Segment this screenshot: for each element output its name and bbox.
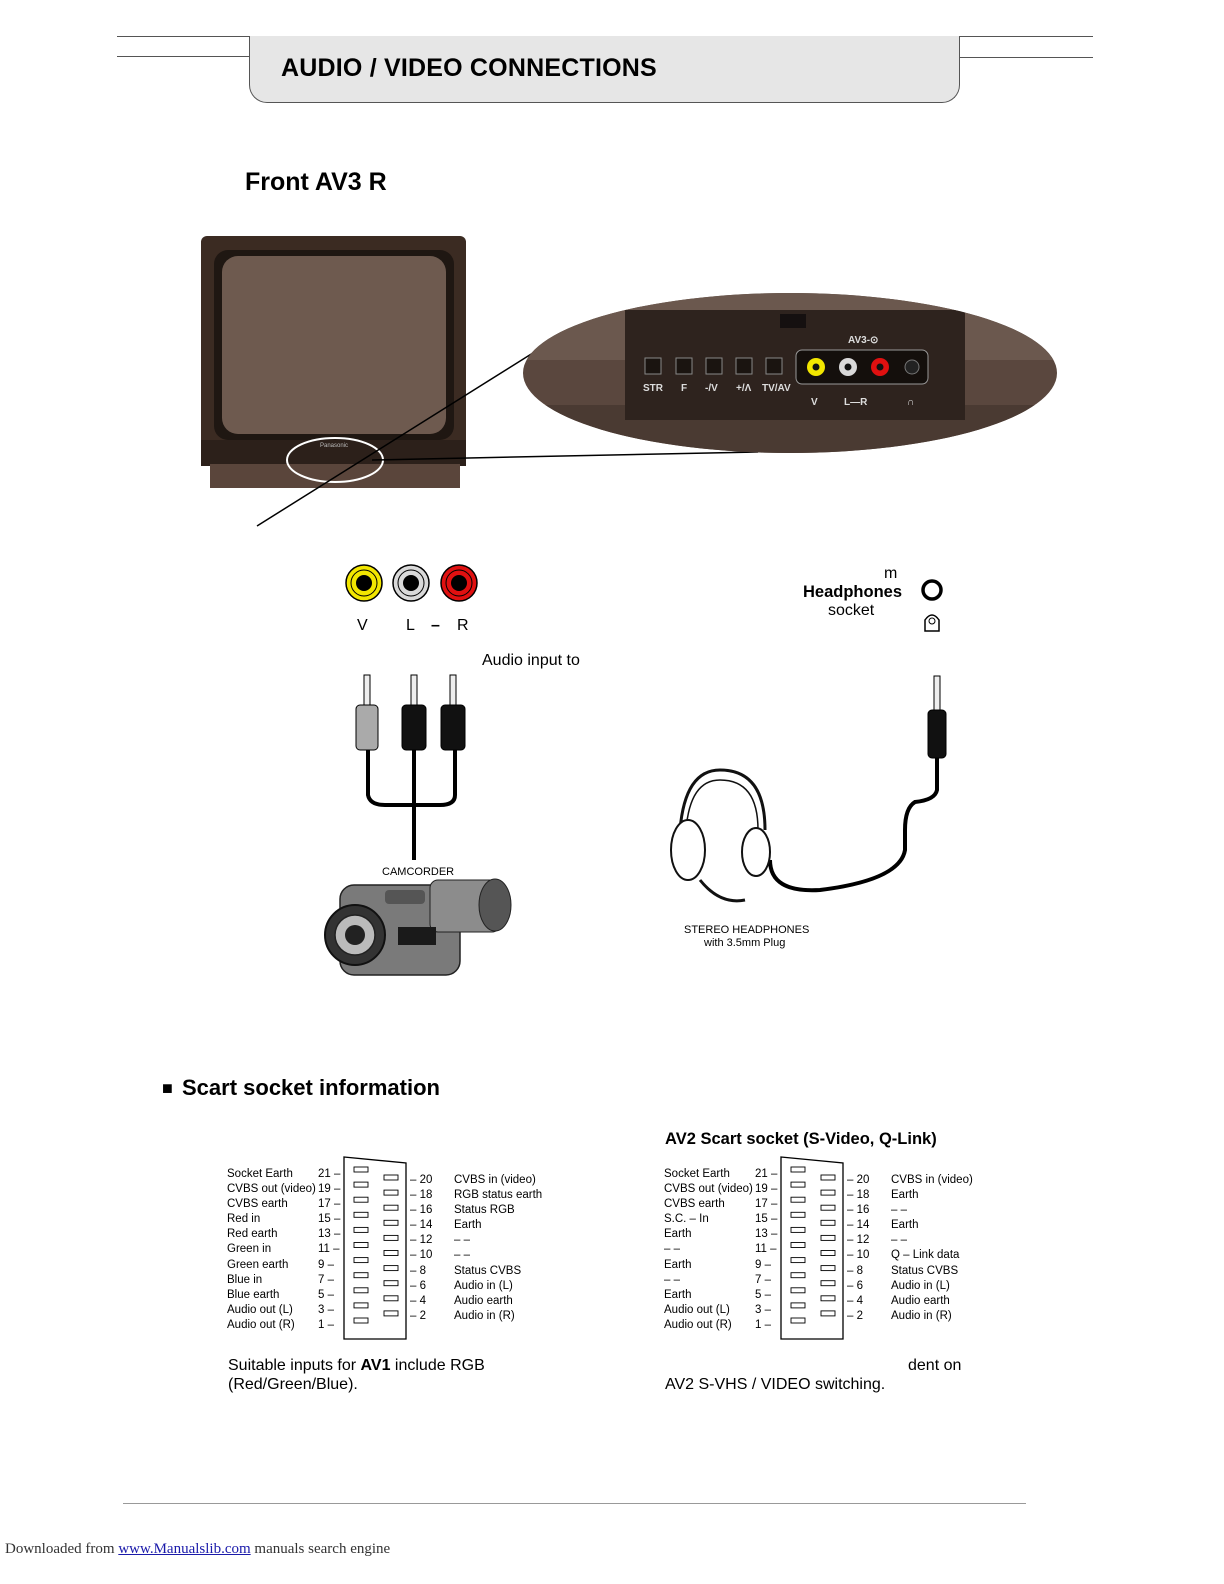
av2-note-line1: dent on [908, 1357, 961, 1375]
scart-pin-even [821, 1281, 835, 1286]
scart-pin-odd [354, 1197, 368, 1202]
av2-right-labels: CVBS in (video)Earth– –Earth– –Q – Link … [891, 1173, 973, 1324]
av1-left-pins: 21 –19 –17 –15 –13 –11 –9 –7 –5 –3 –1 – [318, 1167, 340, 1333]
scart-pin-odd [791, 1258, 805, 1263]
scart-pin-even [821, 1190, 835, 1195]
jack-label-v: V [357, 617, 368, 635]
manualslib-link[interactable]: www.Manualslib.com [118, 1541, 250, 1557]
panel-btn-str: STR [643, 383, 664, 394]
scart-pin-even [821, 1311, 835, 1316]
scart-pin-odd [354, 1243, 368, 1248]
scart-pin-even [384, 1266, 398, 1271]
headphones-m-label: m [884, 565, 897, 583]
footer-rule [123, 1503, 1026, 1504]
rca-sockets [346, 565, 477, 601]
scart-pin-even [384, 1281, 398, 1286]
panel-jack-lr: L—R [844, 397, 868, 408]
jack-label-dash: – [431, 617, 440, 635]
panel-btn-minus-v: -/V [705, 383, 718, 394]
plug-label: with 3.5mm Plug [704, 937, 785, 949]
audio-input-label: Audio input to [482, 652, 580, 670]
scart-pin-odd [791, 1243, 805, 1248]
scart-pin-even [821, 1296, 835, 1301]
scart-pin-odd [791, 1318, 805, 1323]
jack-label-l: L [406, 617, 415, 635]
headphone-socket-icon [923, 581, 941, 599]
panel-btn-f: F [681, 383, 687, 394]
scart-pin-odd [791, 1288, 805, 1293]
scart-pin-even [821, 1175, 835, 1180]
scart-pin-odd [791, 1303, 805, 1308]
tv-illustration: Panasonic [201, 236, 466, 488]
scart-pin-even [384, 1296, 398, 1301]
scart-pin-odd [791, 1197, 805, 1202]
scart-pin-odd [354, 1258, 368, 1263]
scart-pin-even [384, 1311, 398, 1316]
av1-note-line2: (Red/Green/Blue). [228, 1376, 358, 1394]
scart-pin-even [821, 1205, 835, 1210]
scart-pin-odd [354, 1227, 368, 1232]
panel-jack-phones: ∩ [907, 397, 914, 408]
footer: Downloaded from www.Manualslib.com manua… [5, 1541, 390, 1558]
front-panel-zoom: STR F -/V +/Λ TV/AV AV3-⊙ V L—R ∩ [520, 290, 1065, 465]
rca-cable [356, 675, 465, 860]
panel-btn-tvav: TV/AV [762, 383, 791, 394]
scart-pin-odd [354, 1273, 368, 1278]
panel-jack-v: V [811, 397, 818, 408]
camcorder-illustration [325, 879, 511, 975]
headphones-illustration [671, 770, 770, 901]
jack-label-r: R [457, 617, 469, 635]
headphones-socket-label: socket [828, 602, 874, 620]
scart-pin-even [821, 1235, 835, 1240]
av2-left-pins: 21 –19 –17 –15 –13 –11 –9 –7 –5 –3 –1 – [755, 1167, 777, 1333]
av1-scart-connector [340, 1155, 410, 1345]
scart-pin-odd [354, 1182, 368, 1187]
scart-pin-odd [354, 1212, 368, 1217]
av1-right-pins: – 20– 18– 16– 14– 12– 10– 8– 6– 4– 2 [410, 1173, 432, 1324]
scart-pin-even [384, 1235, 398, 1240]
scart-pin-even [384, 1220, 398, 1225]
av1-note: Suitable inputs for AV1 include RGB [228, 1357, 485, 1375]
av2-scart-title: AV2 Scart socket (S-Video, Q-Link) [665, 1130, 937, 1149]
scart-pin-even [821, 1251, 835, 1256]
av2-scart-connector [777, 1155, 847, 1345]
scart-pin-even [384, 1190, 398, 1195]
headphones-title: Headphones [803, 583, 902, 602]
scart-pin-odd [791, 1212, 805, 1217]
scart-pin-odd [354, 1318, 368, 1323]
stereo-headphones-label: STEREO HEADPHONES [684, 924, 809, 936]
connection-illustration: Panasonic STR F -/V +/Λ TV/AV AV3-⊙ [0, 0, 1224, 1060]
av2-right-pins: – 20– 18– 16– 14– 12– 10– 8– 6– 4– 2 [847, 1173, 869, 1324]
headphone-symbol-icon [925, 615, 939, 631]
scart-pin-even [384, 1175, 398, 1180]
scart-pin-even [821, 1220, 835, 1225]
panel-btn-plus: +/Λ [736, 383, 752, 394]
av2-note-line2: AV2 S-VHS / VIDEO switching. [665, 1376, 885, 1394]
scart-pin-even [384, 1251, 398, 1256]
scart-pin-odd [791, 1167, 805, 1172]
scart-pin-even [384, 1205, 398, 1210]
panel-av3-label: AV3-⊙ [848, 335, 878, 346]
scart-pin-even [821, 1266, 835, 1271]
scart-pin-odd [791, 1227, 805, 1232]
svg-text:Panasonic: Panasonic [320, 443, 348, 449]
scart-section-title: Scart socket information [182, 1075, 440, 1101]
scart-pin-odd [791, 1273, 805, 1278]
headphone-plug [770, 676, 946, 890]
scart-bullet: ■ [162, 1078, 173, 1099]
scart-pin-odd [354, 1303, 368, 1308]
scart-pin-odd [791, 1182, 805, 1187]
scart-pin-odd [354, 1167, 368, 1172]
camcorder-label: CAMCORDER [382, 866, 454, 878]
scart-pin-odd [354, 1288, 368, 1293]
